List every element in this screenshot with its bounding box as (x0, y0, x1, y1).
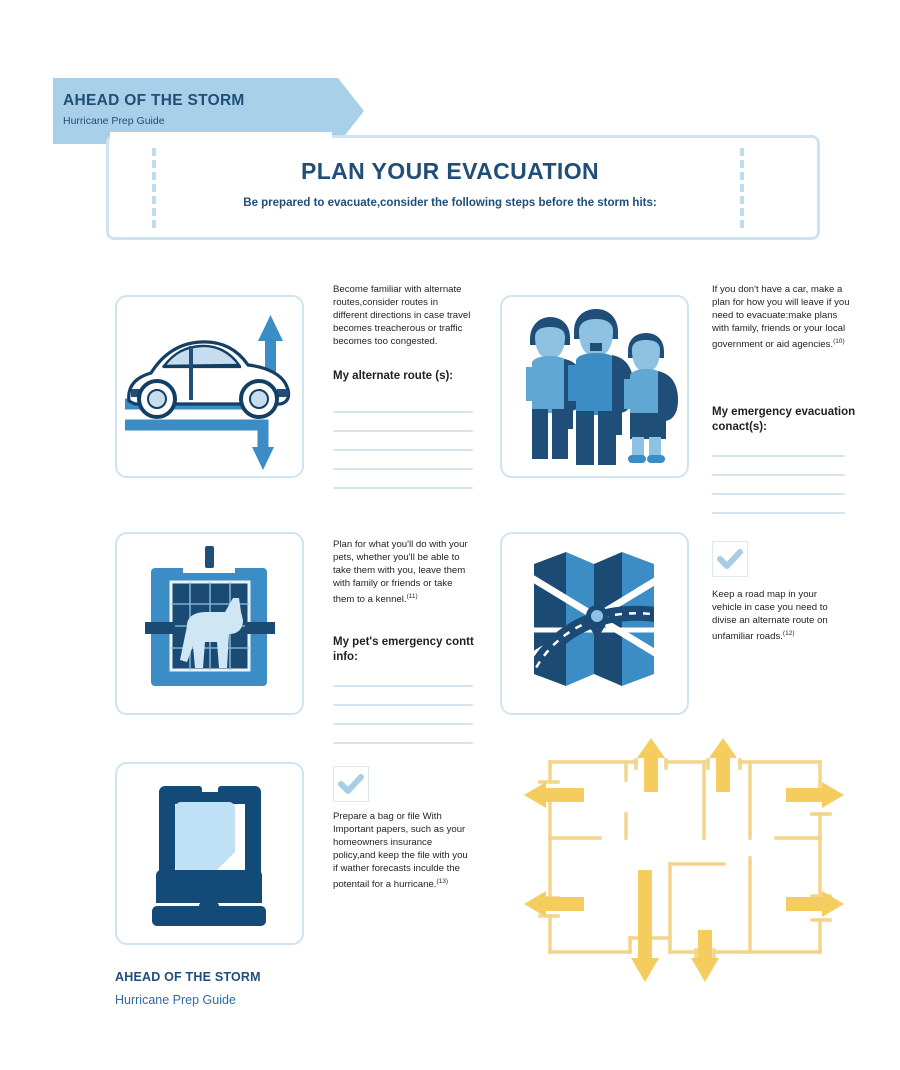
footnote-marker-documents: (13) (436, 878, 449, 886)
header-ribbon-arrow-point (338, 78, 364, 144)
title-panel (106, 135, 820, 240)
footer-subtitle: Hurricane Prep Guide (115, 993, 236, 1007)
folded-road-map-icon (534, 552, 654, 686)
title-divider-left (152, 148, 160, 228)
documents-text: Prepare a bag or file With Important pap… (333, 811, 468, 891)
alternate-routes-prompt: My alternate route (s): (333, 370, 454, 382)
card-road-map (500, 532, 689, 715)
no-car-text: If you don't have a car, make a plan for… (712, 284, 850, 351)
pets-write-lines[interactable] (333, 685, 473, 761)
write-line[interactable] (333, 487, 473, 489)
three-people-with-backpacks-icon (526, 309, 678, 465)
header-title: AHEAD OF THE STORM (63, 92, 245, 109)
footnote-marker-no-car: (10) (833, 338, 845, 346)
alternate-routes-text: Become familiar with alternate routes,co… (333, 284, 471, 348)
write-line[interactable] (333, 430, 473, 432)
no-car-prompt: My emergency evacuation conact(s): (712, 406, 856, 433)
no-car-write-lines[interactable] (712, 455, 845, 531)
write-line[interactable] (712, 455, 845, 457)
write-line[interactable] (712, 474, 845, 476)
road-map-text: Keep a road map in your vehicle in case … (712, 589, 828, 643)
page-subtitle: Be prepared to evacuate,consider the fol… (243, 197, 657, 209)
checkmark-icon (338, 774, 364, 794)
page-title: PLAN YOUR EVACUATION (300, 158, 600, 184)
write-line[interactable] (333, 411, 473, 413)
floor-plan-evacuation-routes-icon (524, 738, 844, 982)
title-panel-notch (110, 132, 332, 141)
alternate-routes-write-lines[interactable] (333, 411, 473, 506)
card-alternate-routes (115, 295, 304, 478)
car-with-route-arrows-icon (125, 315, 291, 470)
write-line[interactable] (712, 493, 845, 495)
pets-text: Plan for what you'll do with your pets, … (333, 539, 468, 606)
card-pet-plan (115, 532, 304, 715)
pet-carrier-icon (145, 546, 275, 686)
footer-title: AHEAD OF THE STORM (115, 970, 261, 984)
write-line[interactable] (333, 704, 473, 706)
write-line[interactable] (333, 468, 473, 470)
card-no-car-plan (500, 295, 689, 478)
pets-prompt: My pet's emergency contt info: (333, 636, 474, 663)
write-line[interactable] (333, 723, 473, 725)
header-subtitle: Hurricane Prep Guide (63, 115, 165, 127)
write-line[interactable] (712, 512, 845, 514)
write-line[interactable] (333, 685, 473, 687)
document-file-icon (152, 786, 266, 926)
checkmark-icon (717, 549, 743, 569)
floor-plan-container (518, 738, 848, 1003)
footnote-marker-pets: (11) (406, 593, 418, 601)
card-documents (115, 762, 304, 945)
documents-checkbox[interactable] (333, 766, 369, 802)
write-line[interactable] (333, 449, 473, 451)
write-line[interactable] (333, 742, 473, 744)
footnote-marker-road-map: (12) (782, 630, 795, 638)
road-map-checkbox[interactable] (712, 541, 748, 577)
title-divider-right (740, 148, 748, 228)
